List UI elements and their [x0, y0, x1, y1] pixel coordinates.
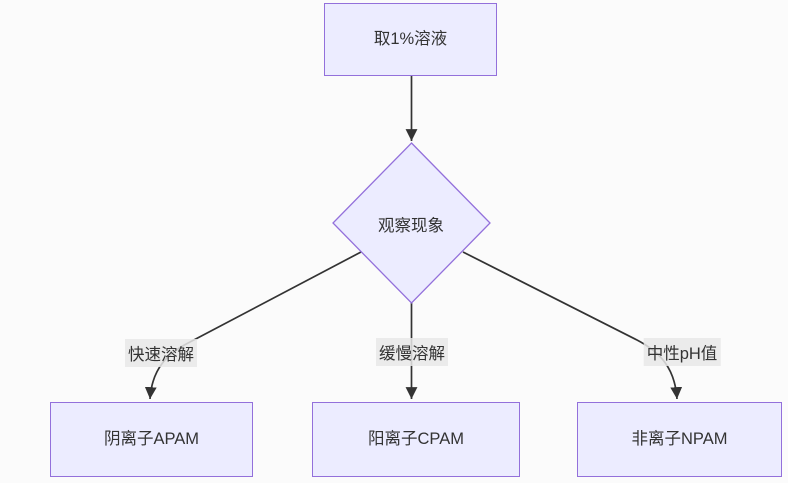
node-start: 取1%溶液	[324, 3, 497, 76]
node-result-cpam: 阳离子CPAM	[312, 402, 520, 477]
node-result-apam-label: 阴离子APAM	[103, 429, 200, 448]
node-decision-label: 观察现象	[378, 217, 444, 235]
edge-label-neutral-ph: 中性pH值	[643, 338, 721, 366]
node-result-npam: 非离子NPAM	[577, 402, 782, 477]
decision-diamond-shape	[332, 142, 491, 304]
node-result-cpam-label: 阳离子CPAM	[368, 429, 464, 448]
node-start-label: 取1%溶液	[373, 29, 448, 48]
node-result-apam: 阴离子APAM	[50, 402, 253, 477]
edge-decision-to-npam	[462, 251, 683, 400]
edge-label-fast-dissolve: 快速溶解	[125, 339, 197, 367]
edge-decision-to-apam	[144, 251, 362, 400]
node-result-npam-label: 非离子NPAM	[631, 429, 728, 448]
edge-label-slow-dissolve: 缓慢溶解	[376, 338, 448, 366]
